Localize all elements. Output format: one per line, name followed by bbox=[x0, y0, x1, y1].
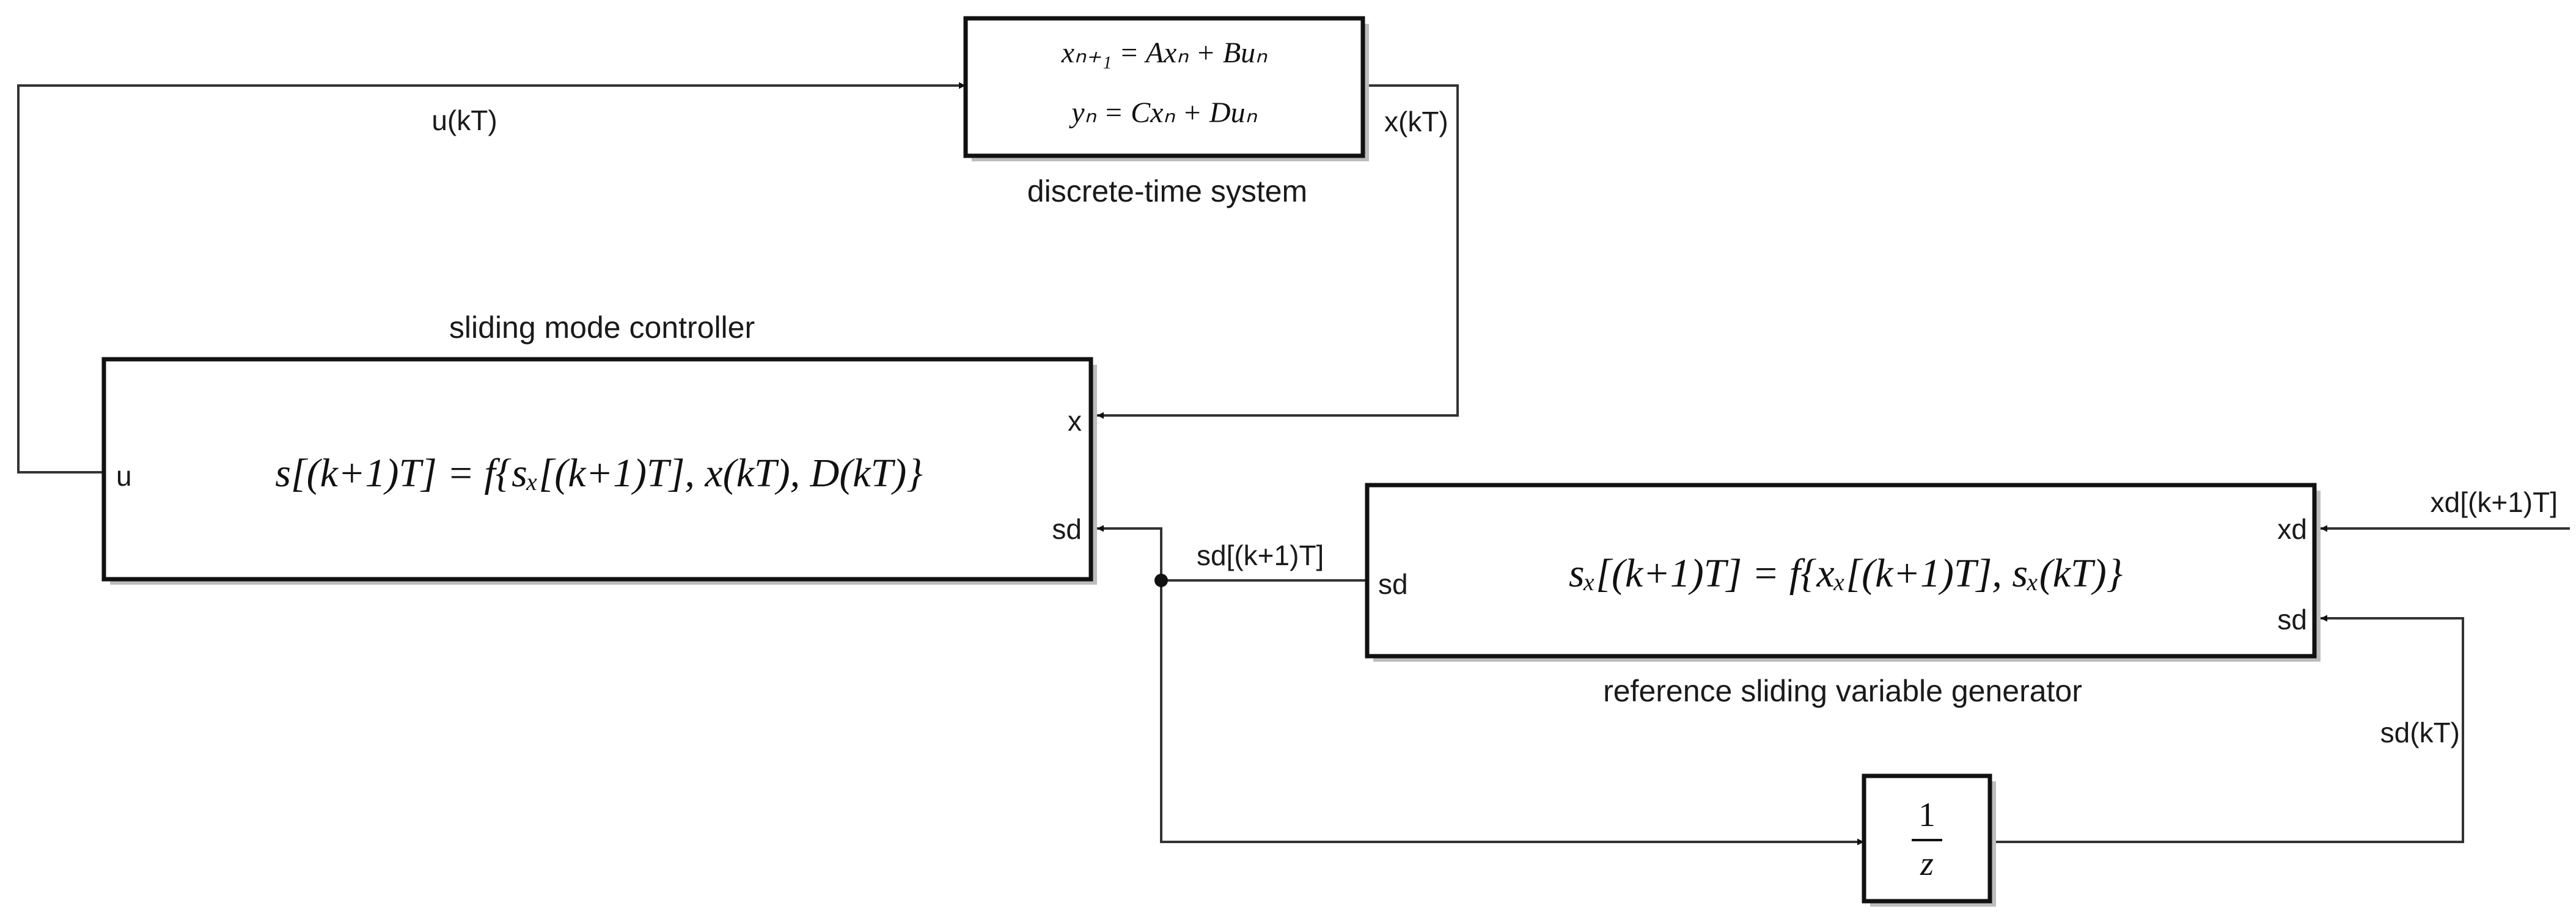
generator-equation: sₓ[(k+1)T] = f{xₓ[(k+1)T], sₓ(kT)} bbox=[1569, 551, 2123, 596]
signal-xd-label: xd[(k+1)T] bbox=[2431, 486, 2558, 518]
generator-caption: reference sliding variable generator bbox=[1603, 674, 2082, 708]
generator-port-xd: xd bbox=[2277, 513, 2307, 545]
signal-sd-now-line[interactable] bbox=[1990, 615, 2464, 843]
signal-sd-next-line[interactable] bbox=[1097, 525, 1367, 582]
signal-sd-next-label: sd[(k+1)T] bbox=[1197, 539, 1324, 571]
signal-sd-now-label: sd(kT) bbox=[2380, 717, 2460, 748]
plant-state-equation: xₙ₊₁ = Axₙ + Buₙ bbox=[1061, 37, 1268, 69]
controller-port-u: u bbox=[116, 460, 132, 492]
signal-u-line[interactable] bbox=[17, 82, 966, 473]
signal-u-label: u(kT) bbox=[431, 104, 497, 136]
branch-junction-dot bbox=[1154, 574, 1168, 587]
plant-output-equation: yₙ = Cxₙ + Duₙ bbox=[1068, 97, 1257, 129]
generator-port-sd-in: sd bbox=[2277, 604, 2307, 635]
generator-block[interactable]: sₓ[(k+1)T] = f{xₓ[(k+1)T], sₓ(kT)} sd xd… bbox=[1365, 483, 2321, 662]
plant-caption: discrete-time system bbox=[1027, 174, 1307, 208]
plant-block[interactable]: xₙ₊₁ = Axₙ + Buₙ yₙ = Cxₙ + Duₙ bbox=[963, 16, 1369, 161]
signal-x-line[interactable] bbox=[1097, 84, 1459, 419]
controller-block[interactable]: s[(k+1)T] = f{sₓ[(k+1)T], x(kT), D(kT)} … bbox=[101, 357, 1097, 585]
generator-port-sd-out: sd bbox=[1378, 568, 1408, 600]
unit-delay-block[interactable]: 1 z bbox=[1862, 773, 1996, 907]
signal-sd-branch-line[interactable] bbox=[1160, 580, 1864, 846]
delay-numerator: 1 bbox=[1918, 796, 1936, 834]
controller-port-x: x bbox=[1068, 405, 1082, 437]
controller-port-sd: sd bbox=[1052, 513, 1082, 545]
controller-caption: sliding mode controller bbox=[449, 310, 755, 345]
signal-x-label: x(kT) bbox=[1384, 106, 1448, 137]
delay-denominator: z bbox=[1920, 845, 1934, 883]
controller-equation: s[(k+1)T] = f{sₓ[(k+1)T], x(kT), D(kT)} bbox=[275, 451, 922, 495]
